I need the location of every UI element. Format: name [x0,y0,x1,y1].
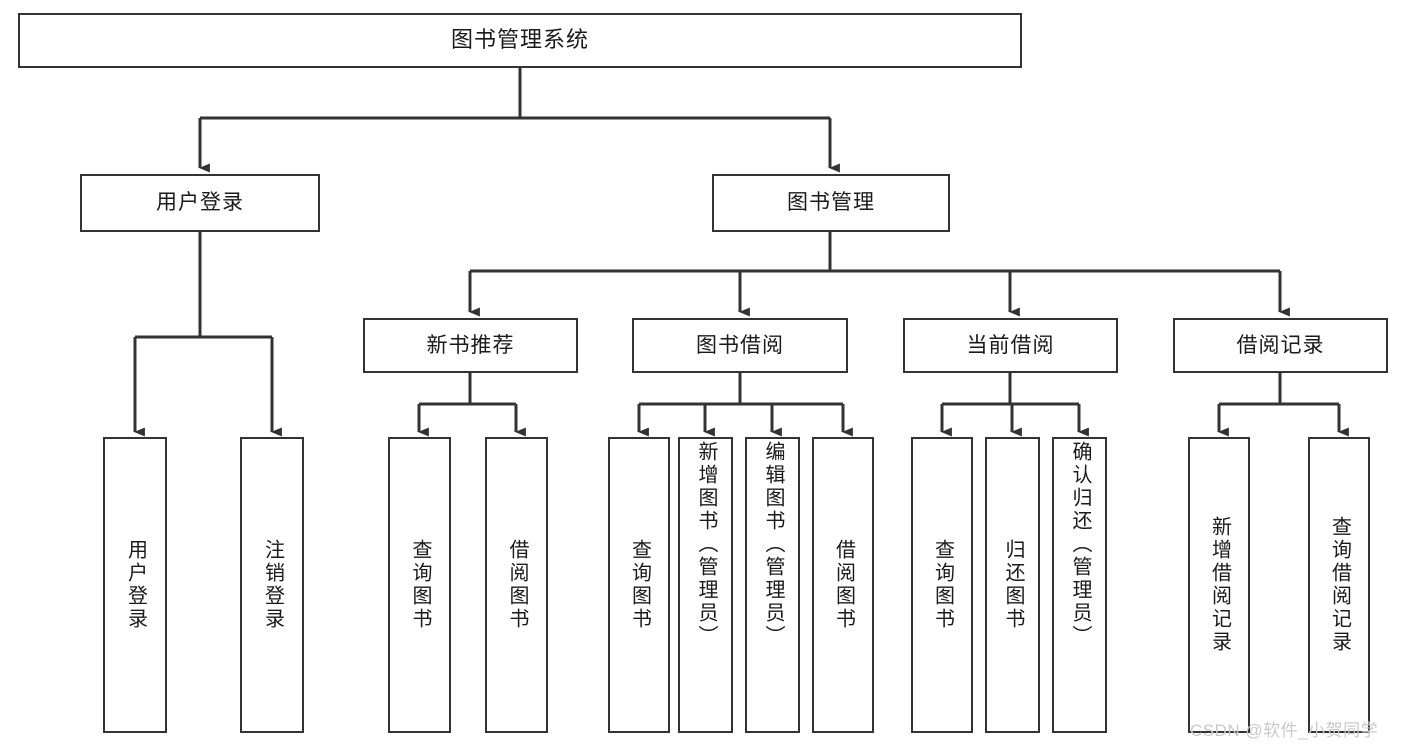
leaf-borrow-book[interactable]: 借阅图书 [812,437,874,733]
leaf-edit-book-admin[interactable]: 编辑图书（管理员） [745,437,800,733]
leaf-label: 查询借阅记录 [1328,516,1351,654]
leaf-confirm-return-admin[interactable]: 确认归还（管理员） [1052,437,1107,733]
leaf-label: 查询图书 [409,539,431,631]
leaf-label: 查询图书 [931,539,954,631]
leaf-logout[interactable]: 注销登录 [240,437,304,733]
leaf-user-login[interactable]: 用户登录 [103,437,167,733]
node-current-borrow[interactable]: 当前借阅 [903,318,1118,373]
leaf-query-book-newbook[interactable]: 查询图书 [388,437,451,733]
leaf-label: 编辑图书（管理员） [762,441,784,648]
node-user-login[interactable]: 用户登录 [80,174,320,232]
leaf-borrow-book-newbook[interactable]: 借阅图书 [485,437,548,733]
leaf-return-book[interactable]: 归还图书 [985,437,1040,733]
leaf-label: 借阅图书 [506,539,528,631]
node-new-book-recommend[interactable]: 新书推荐 [363,318,578,373]
leaf-label: 新增借阅记录 [1208,516,1231,654]
leaf-label: 查询图书 [628,539,651,631]
leaf-add-borrow-record[interactable]: 新增借阅记录 [1188,437,1250,733]
leaf-query-borrow-record[interactable]: 查询借阅记录 [1308,437,1370,733]
leaf-label: 借阅图书 [832,539,855,631]
node-book-borrow[interactable]: 图书借阅 [632,318,848,373]
leaf-label: 注销登录 [261,539,284,631]
leaf-label: 归还图书 [1002,539,1024,631]
leaf-query-book-borrow[interactable]: 查询图书 [608,437,670,733]
csdn-watermark: CSDN @软件_小贺同学 [1190,721,1379,740]
leaf-add-book-admin[interactable]: 新增图书（管理员） [678,437,733,733]
leaf-label: 新增图书（管理员） [695,441,717,648]
node-root[interactable]: 图书管理系统 [18,13,1022,68]
leaf-query-book-current[interactable]: 查询图书 [911,437,973,733]
leaf-label: 用户登录 [124,539,147,631]
leaf-label: 确认归还（管理员） [1069,441,1091,648]
node-borrow-record[interactable]: 借阅记录 [1173,318,1388,373]
node-book-management[interactable]: 图书管理 [712,174,950,232]
